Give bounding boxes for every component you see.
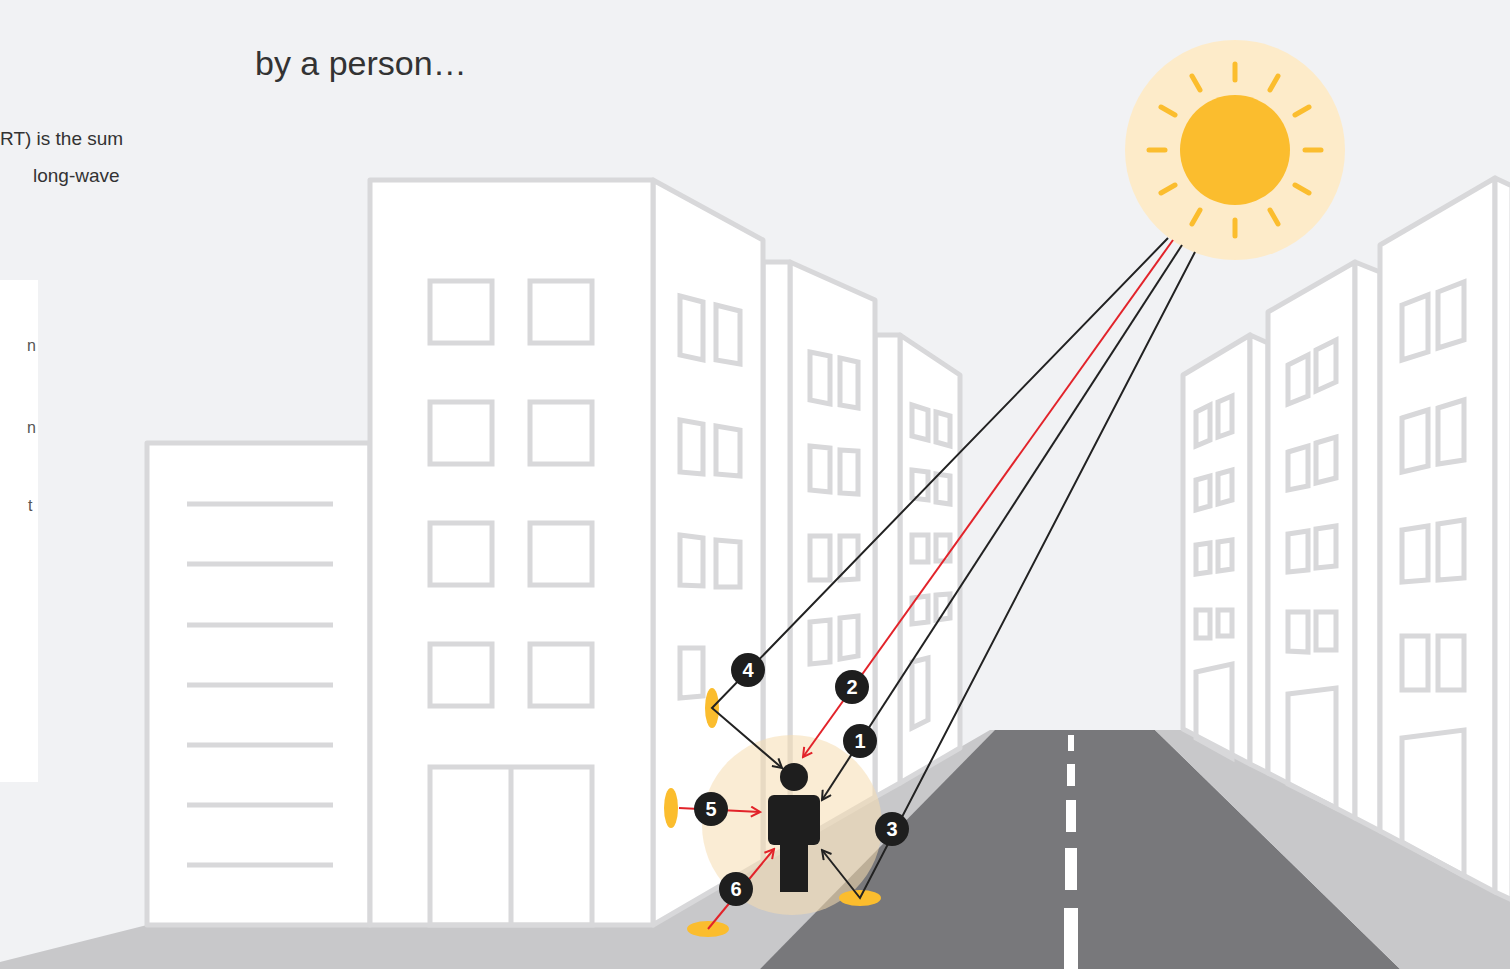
callout-number: 2: [835, 670, 869, 704]
building-details: [187, 281, 950, 925]
callout-number: 1: [843, 724, 877, 758]
panel-text: n: [27, 419, 36, 437]
panel-text: t: [28, 497, 32, 515]
callout-number: 4: [731, 653, 765, 687]
sun: [1125, 40, 1345, 260]
lane-markings: [1064, 735, 1078, 969]
radiation-zone: [702, 735, 882, 915]
callout-number: 6: [719, 872, 753, 906]
panel-text: n: [27, 337, 36, 355]
intro-text: RT) is the sum: [0, 128, 123, 150]
callout-circles: [694, 653, 909, 906]
text-panel: [0, 280, 38, 782]
diagram-title: by a person…: [255, 44, 467, 83]
callout-number: 5: [694, 792, 728, 826]
radiation-rays: [679, 238, 1195, 929]
callout-number: 3: [875, 812, 909, 846]
right-buildings: [1183, 178, 1510, 900]
reflection-spots: [664, 688, 881, 937]
left-buildings: [147, 180, 960, 925]
person: [768, 763, 820, 892]
right-windows: [1196, 282, 1464, 876]
intro-text: long-wave: [33, 165, 120, 187]
